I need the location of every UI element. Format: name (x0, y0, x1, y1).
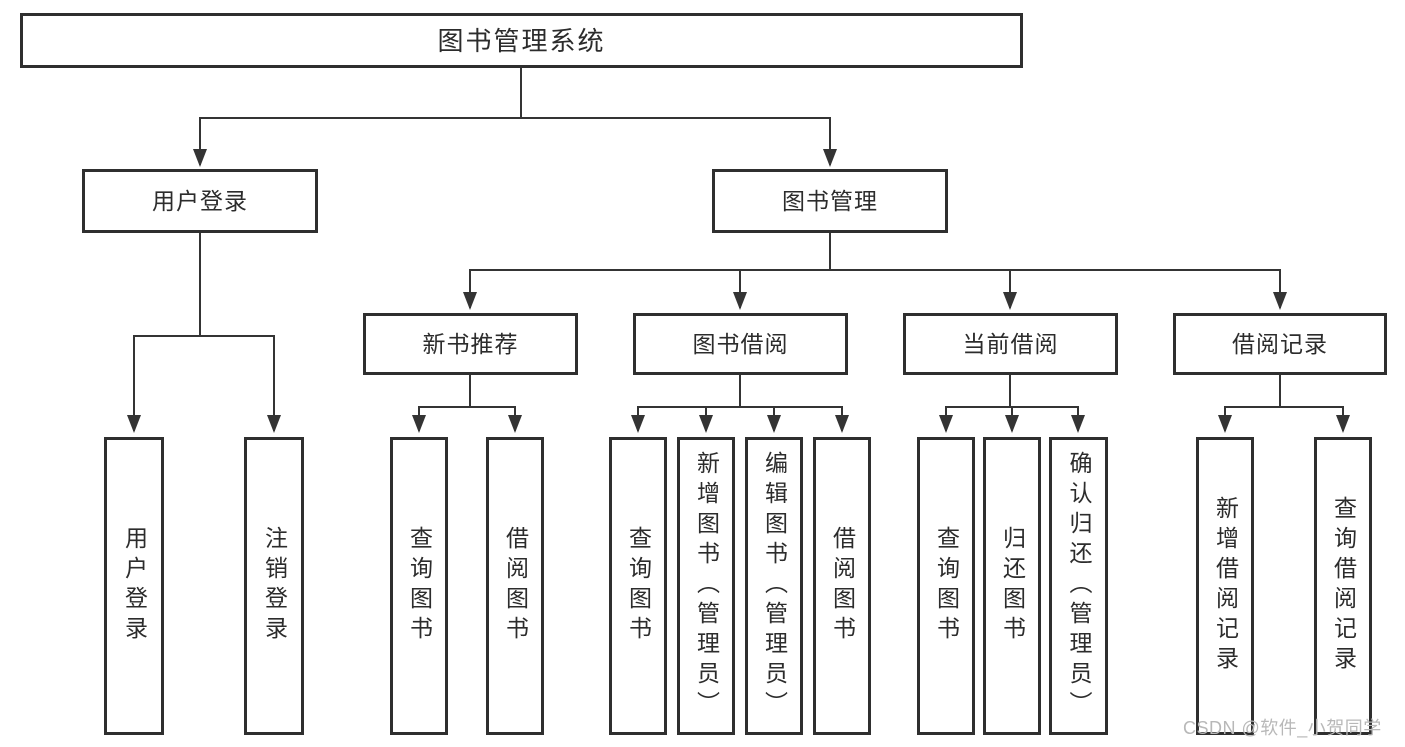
leaf-user-login: 用户登录 (104, 437, 164, 735)
node-label: 用户登录 (152, 187, 248, 214)
leaf-edit-book-admin: 编辑图书（管理员） (745, 437, 803, 735)
node-label: 新增图书（管理员） (693, 451, 720, 721)
leaf-return-book: 归还图书 (983, 437, 1041, 735)
node-user-login: 用户登录 (82, 169, 318, 233)
node-label: 图书管理系统 (437, 25, 606, 56)
leaf-query-books-borrow: 查询图书 (609, 437, 667, 735)
node-label: 借阅记录 (1232, 330, 1328, 357)
leaf-borrow-books-recommend: 借阅图书 (486, 437, 544, 735)
node-label: 查询图书 (625, 526, 652, 646)
node-current-borrow: 当前借阅 (903, 313, 1118, 375)
node-label: 查询图书 (933, 526, 960, 646)
leaf-add-book-admin: 新增图书（管理员） (677, 437, 735, 735)
node-label: 图书借阅 (692, 330, 789, 357)
node-label: 当前借阅 (962, 330, 1059, 357)
node-borrow-records: 借阅记录 (1173, 313, 1387, 375)
leaf-add-borrow-record: 新增借阅记录 (1196, 437, 1254, 735)
node-label: 用户登录 (121, 526, 148, 646)
leaf-query-books-recommend: 查询图书 (390, 437, 448, 735)
node-new-book-recommend: 新书推荐 (363, 313, 578, 375)
node-label: 图书管理 (782, 187, 878, 214)
leaf-query-borrow-record: 查询借阅记录 (1314, 437, 1372, 735)
leaf-confirm-return-admin: 确认归还（管理员） (1049, 437, 1108, 735)
node-label: 新书推荐 (422, 330, 519, 357)
leaf-logout: 注销登录 (244, 437, 304, 735)
node-label: 查询借阅记录 (1330, 496, 1357, 676)
node-book-management: 图书管理 (712, 169, 948, 233)
node-label: 查询图书 (406, 526, 433, 646)
leaf-query-books-current: 查询图书 (917, 437, 975, 735)
node-label: 注销登录 (261, 526, 288, 646)
node-label: 新增借阅记录 (1212, 496, 1239, 676)
node-label: 编辑图书（管理员） (761, 451, 788, 721)
node-label: 借阅图书 (829, 526, 856, 646)
node-label: 借阅图书 (502, 526, 529, 646)
csdn-watermark: CSDN @软件_小贺同学 (1183, 718, 1382, 738)
node-book-borrow: 图书借阅 (633, 313, 848, 375)
leaf-borrow-books: 借阅图书 (813, 437, 871, 735)
node-label: 归还图书 (999, 526, 1026, 646)
node-label: 确认归还（管理员） (1066, 451, 1092, 721)
node-system-root: 图书管理系统 (20, 13, 1023, 68)
